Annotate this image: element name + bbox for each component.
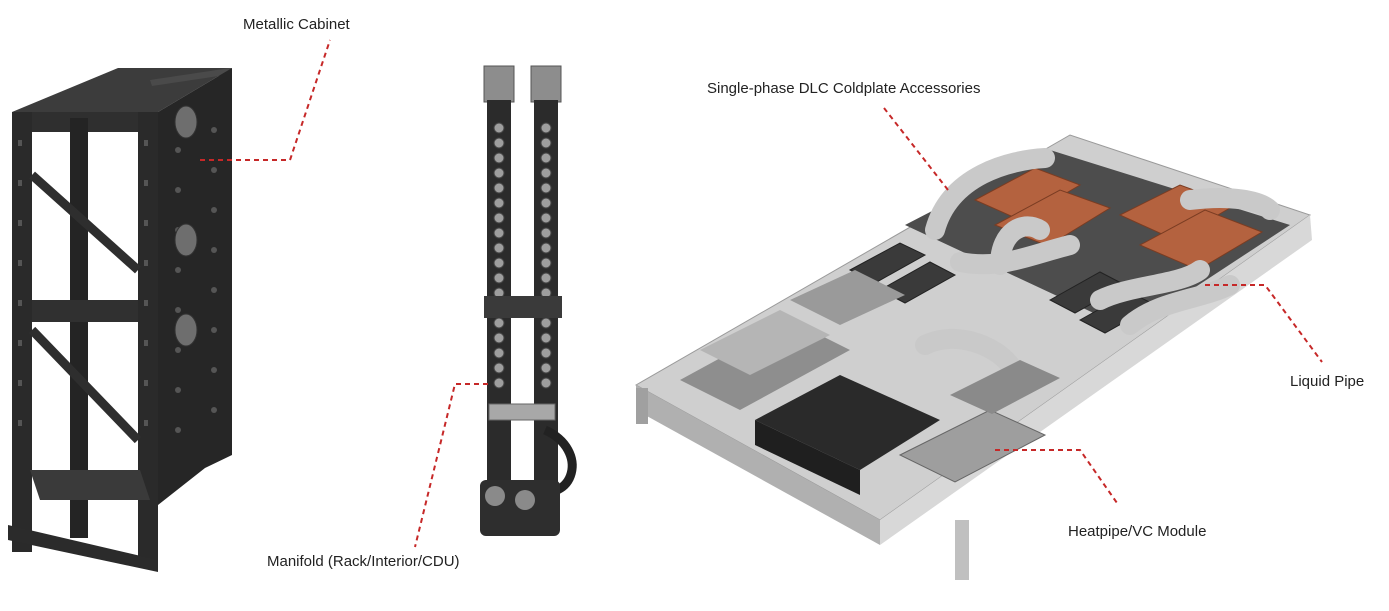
heatpipe-leader-line <box>995 449 1118 504</box>
cabinet-leader-line <box>200 39 331 161</box>
metallic-cabinet-label: Metallic Cabinet <box>243 16 350 33</box>
heatpipe-vc-module-label: Heatpipe/VC Module <box>1068 523 1207 540</box>
coldplate-accessories-label: Single-phase DLC Coldplate Accessories <box>707 80 981 97</box>
server-tray-image <box>634 134 1312 580</box>
liquid-pipe-label: Liquid Pipe <box>1290 373 1365 390</box>
metallic-cabinet-image <box>8 68 232 572</box>
leader-lines <box>200 39 1323 548</box>
manifold-image <box>480 65 577 536</box>
manifold-label: Manifold (Rack/Interior/CDU) <box>267 553 460 570</box>
manifold-leader-line <box>414 383 488 548</box>
coldplate-leader-line <box>883 107 949 191</box>
liquid-pipe-leader-line <box>1205 284 1323 363</box>
